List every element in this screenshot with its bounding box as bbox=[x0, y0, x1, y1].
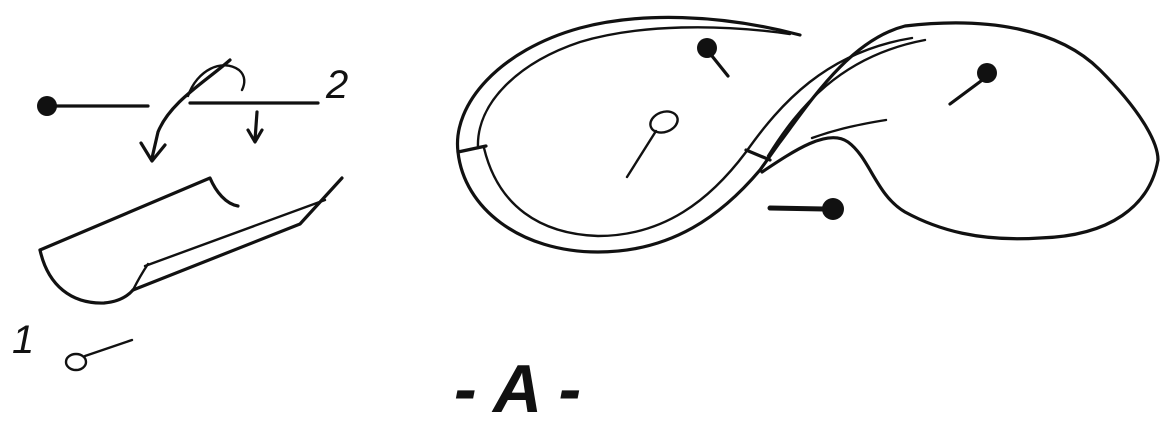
label-part-2: 2 bbox=[325, 63, 348, 107]
right-subfigure bbox=[457, 17, 1158, 252]
band-cap-middle bbox=[746, 150, 770, 160]
label-part-1: 1 bbox=[12, 318, 34, 362]
figure-label: - A - bbox=[454, 351, 581, 427]
pin-center-hollow bbox=[627, 108, 681, 177]
pin-right-lower bbox=[770, 198, 844, 220]
pin-right-upper bbox=[950, 63, 997, 104]
band-inner-line bbox=[478, 27, 790, 148]
fold-arrow bbox=[141, 60, 244, 161]
trough-shape bbox=[40, 178, 342, 303]
figure-eight-outline bbox=[457, 17, 1158, 252]
flap-line bbox=[812, 120, 886, 138]
down-arrow bbox=[248, 112, 262, 142]
pin-left-bottom bbox=[66, 340, 132, 370]
pin-right-top bbox=[697, 38, 728, 76]
pin-left-top bbox=[37, 96, 148, 116]
left-subfigure: 1 2 bbox=[12, 60, 348, 370]
band-cap-left bbox=[458, 146, 486, 152]
band-inner-lower bbox=[484, 38, 912, 236]
